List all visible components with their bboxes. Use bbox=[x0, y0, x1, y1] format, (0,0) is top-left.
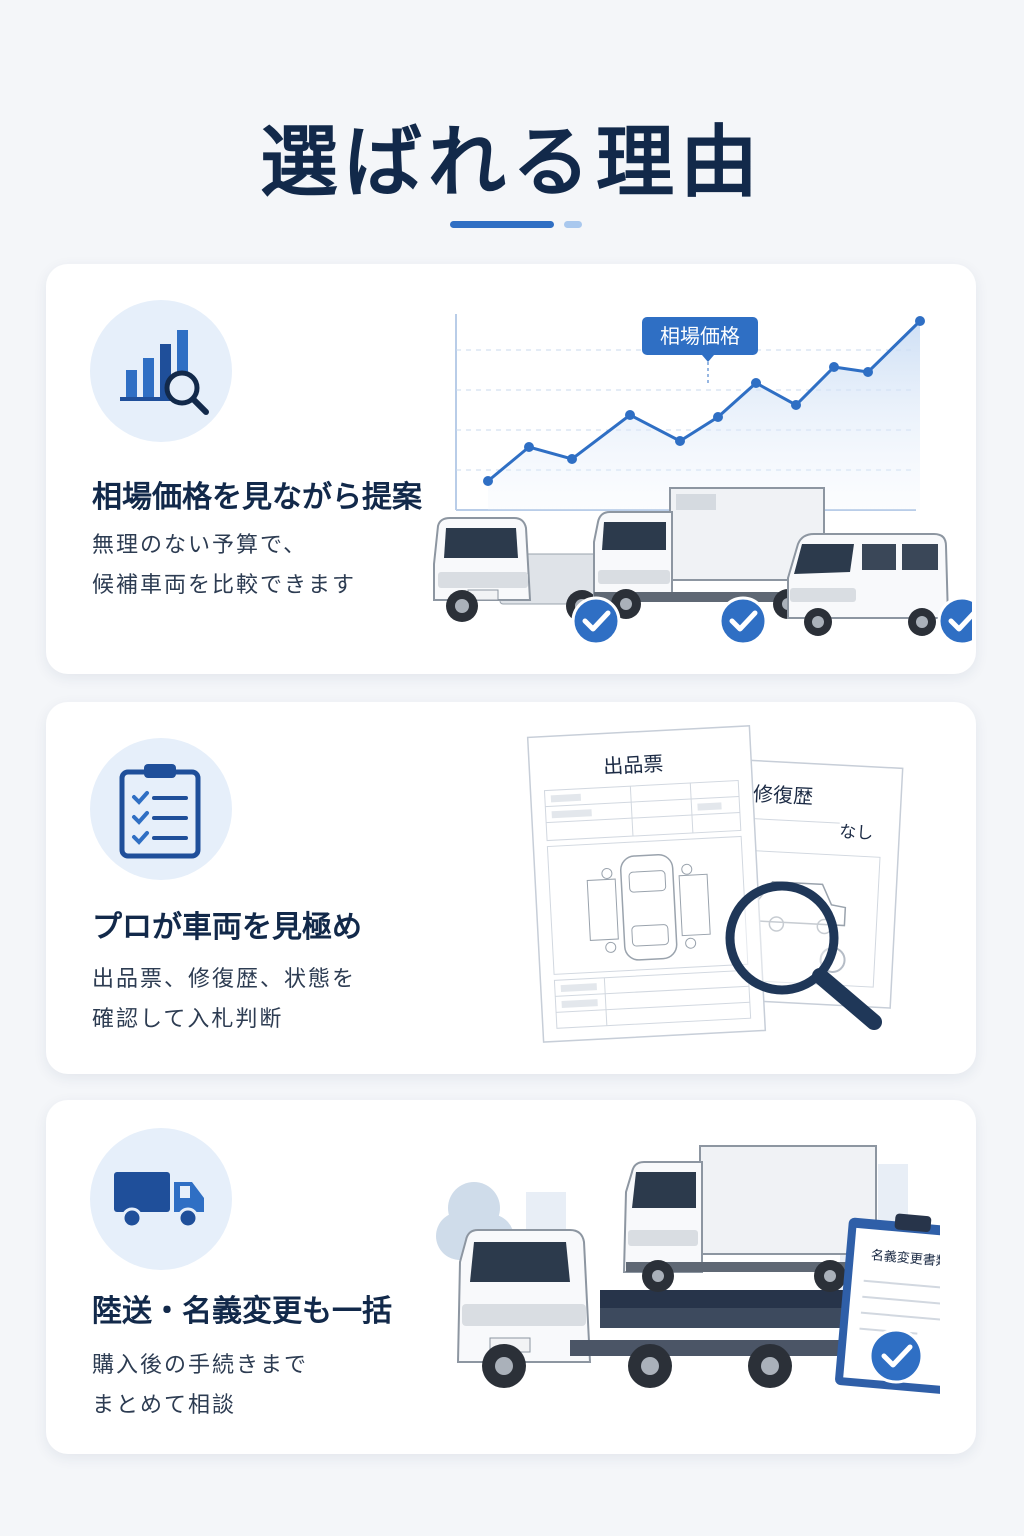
description-line: 購入後の手続きまで bbox=[92, 1353, 309, 1378]
delivery-truck-icon bbox=[114, 1172, 204, 1229]
clipboard-checklist-icon bbox=[119, 764, 201, 859]
title-underline-dot bbox=[564, 221, 582, 228]
loaded-truck bbox=[622, 1145, 877, 1292]
truck-box bbox=[593, 487, 828, 619]
icon-circle bbox=[90, 1128, 232, 1270]
transport-illustration: 名義変更書類 bbox=[436, 1145, 940, 1396]
price-label-badge bbox=[642, 317, 758, 355]
check-icon bbox=[868, 1328, 924, 1384]
magnifier-icon bbox=[725, 881, 882, 1030]
inspection-documents-illustration: 修復歴 なし 出品票 bbox=[526, 725, 904, 1043]
reason-card-inspection: プロが車両を見極め 出品票、修復歴、状態を 確認して入札判断 修復歴 なし 出品… bbox=[46, 702, 976, 1074]
description-line: 出品票、修復歴、状態を bbox=[92, 967, 357, 992]
carrier-truck bbox=[456, 1229, 850, 1388]
check-icon bbox=[937, 596, 972, 646]
card-title: プロが車両を見極め bbox=[92, 910, 362, 945]
van bbox=[787, 533, 950, 636]
card-title: 陸送・名義変更も一括 bbox=[92, 1294, 392, 1329]
repair-history-title: 修復歴 bbox=[753, 782, 814, 809]
icon-circle bbox=[90, 300, 232, 442]
description-line: 候補車両を比較できます bbox=[92, 573, 357, 598]
title-underline bbox=[450, 221, 554, 228]
description-line: 無理のない予算で、 bbox=[92, 533, 308, 558]
auction-sheet-title: 出品票 bbox=[603, 751, 664, 778]
card-title: 相場価格を見ながら提案 bbox=[92, 480, 422, 515]
check-icon bbox=[718, 596, 768, 646]
description-line: 確認して入札判断 bbox=[92, 1007, 284, 1032]
repair-history-sheet: 修復歴 なし bbox=[719, 758, 904, 1009]
icon-circle bbox=[90, 738, 232, 880]
repair-history-value: なし bbox=[839, 822, 874, 844]
card-description: 無理のない予算で、 候補車両を比較できます bbox=[92, 526, 356, 606]
reason-card-delivery: 陸送・名義変更も一括 購入後の手続きまで まとめて相談 bbox=[46, 1100, 976, 1454]
registration-documents-title: 名義変更書類 bbox=[870, 1247, 940, 1270]
card-description: 購入後の手続きまで まとめて相談 bbox=[92, 1346, 308, 1426]
price-trend-illustration: 相場価格 bbox=[433, 314, 972, 646]
auction-sheet: 出品票 bbox=[526, 725, 767, 1043]
description-line: まとめて相談 bbox=[92, 1393, 237, 1418]
page-title: 選ばれる理由 bbox=[259, 118, 764, 208]
reason-card-price: 相場価格を見ながら提案 無理のない予算で、 候補車両を比較できます 相場価格 bbox=[46, 264, 976, 674]
bar-chart-search-icon bbox=[120, 330, 209, 415]
check-icon bbox=[571, 596, 621, 646]
card-description: 出品票、修復歴、状態を 確認して入札判断 bbox=[92, 960, 356, 1040]
price-label: 相場価格 bbox=[660, 324, 740, 348]
